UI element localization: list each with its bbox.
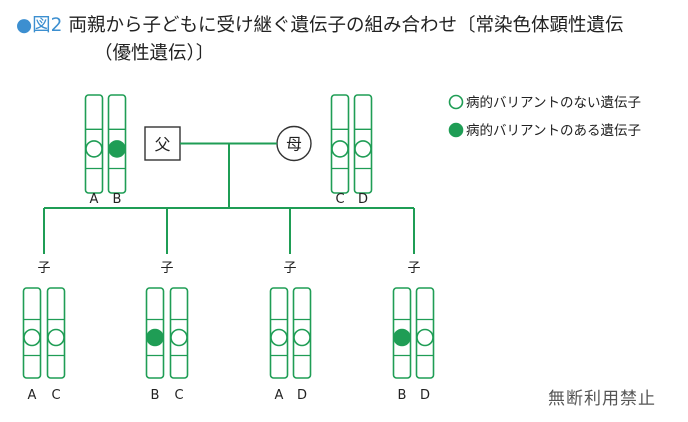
variant-gene-empty	[331, 140, 349, 158]
child-1-allele-label-1: A	[28, 388, 37, 403]
variant-gene-empty	[85, 140, 103, 158]
variant-gene-filled	[393, 328, 411, 347]
variant-gene-filled	[146, 328, 164, 347]
variant-gene-empty	[170, 328, 188, 347]
figure-number-text: 図2	[32, 15, 63, 36]
child-1-chromosome-2	[46, 287, 66, 379]
variant-gene-filled	[108, 140, 126, 158]
child-3-allele-label-2: D	[297, 388, 307, 403]
variant-gene-empty	[270, 328, 288, 347]
mother-allele-label-1: C	[335, 192, 344, 207]
child-3-chromosome-1	[269, 287, 289, 379]
child-4-allele-label-1: B	[398, 388, 407, 403]
father-allele-label-1: A	[90, 192, 99, 207]
child-label: 子	[283, 261, 296, 276]
child-1-chromosome-1	[22, 287, 42, 379]
title-text-2: （優性遺伝）〕	[94, 43, 215, 64]
child-label: 子	[407, 261, 420, 276]
child-4-allele-label-2: D	[420, 388, 430, 403]
figure-number: ●図2	[16, 15, 62, 36]
child-1-allele-label-2: C	[51, 388, 60, 403]
watermark: 無断利用禁止	[548, 389, 656, 409]
variant-gene-empty	[23, 328, 41, 347]
variant-gene-empty	[47, 328, 65, 347]
title-marker: ●	[16, 15, 33, 36]
child-4-chromosome-2	[415, 287, 435, 379]
legend-empty-circle	[448, 94, 464, 110]
child-2-allele-label-1: B	[151, 388, 160, 403]
title-line-2: （優性遺伝）〕	[16, 40, 682, 68]
child-2-allele-label-2: C	[174, 388, 183, 403]
mother-label: 母	[286, 135, 302, 154]
child-2-chromosome-2	[169, 287, 189, 379]
child-2-chromosome-1	[145, 287, 165, 379]
variant-gene-empty	[293, 328, 311, 347]
title-text-1: 両親から子どもに受け継ぐ遺伝子の組み合わせ〔常染色体顕性遺伝	[68, 15, 624, 36]
child-4-chromosome-1	[392, 287, 412, 379]
legend-text-2: 病的バリアントのある遺伝子	[466, 123, 641, 139]
legend-filled-circle	[448, 122, 464, 138]
father-allele-label-2: B	[113, 192, 122, 207]
father-label: 父	[154, 135, 170, 154]
mother-chromosome-1	[330, 94, 350, 194]
father-chromosome-1	[84, 94, 104, 194]
variant-gene-empty	[416, 328, 434, 347]
child-label: 子	[37, 261, 50, 276]
father-chromosome-2	[107, 94, 127, 194]
child-3-allele-label-1: A	[275, 388, 284, 403]
mother-allele-label-2: D	[358, 192, 368, 207]
mother-chromosome-2	[353, 94, 373, 194]
child-label: 子	[160, 261, 173, 276]
child-3-chromosome-2	[292, 287, 312, 379]
legend-text-1: 病的バリアントのない遺伝子	[466, 95, 641, 111]
variant-gene-empty	[354, 140, 372, 158]
